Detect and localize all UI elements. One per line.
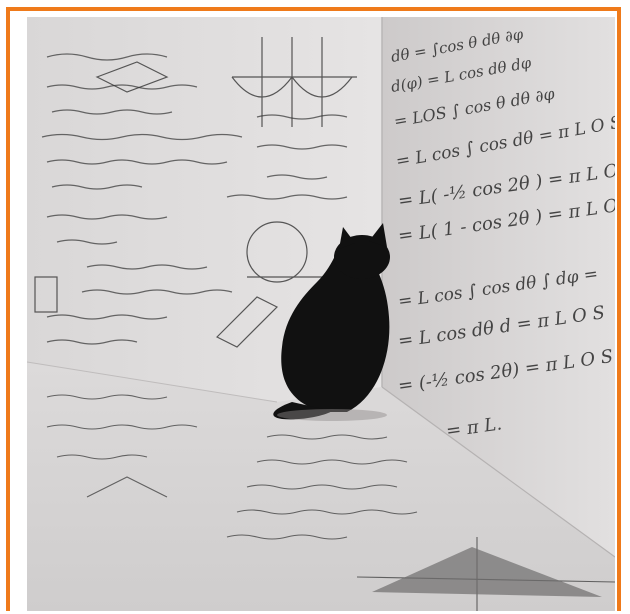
left-wall [27,17,382,402]
floor-triangle-diagram [372,547,602,597]
floor-writing [46,394,615,611]
left-wall-diagrams [34,37,357,348]
right-wall [382,17,615,557]
floor-edge-right [381,386,615,558]
orange-frame: dθ = ∫cos θ dθ ∂φ d(φ) = L cos dθ dφ = L… [6,7,621,611]
cat-shadow [277,409,387,421]
floor-edge-left [27,361,278,403]
photo-cat-in-math-corner: dθ = ∫cos θ dθ ∂φ d(φ) = L cos dθ dφ = L… [27,17,615,611]
floor [27,362,615,611]
cat-silhouette-icon [273,223,390,420]
left-wall-writing [41,53,348,345]
photo-illustration: dθ = ∫cos θ dθ ∂φ d(φ) = L cos dθ dφ = L… [27,17,615,611]
